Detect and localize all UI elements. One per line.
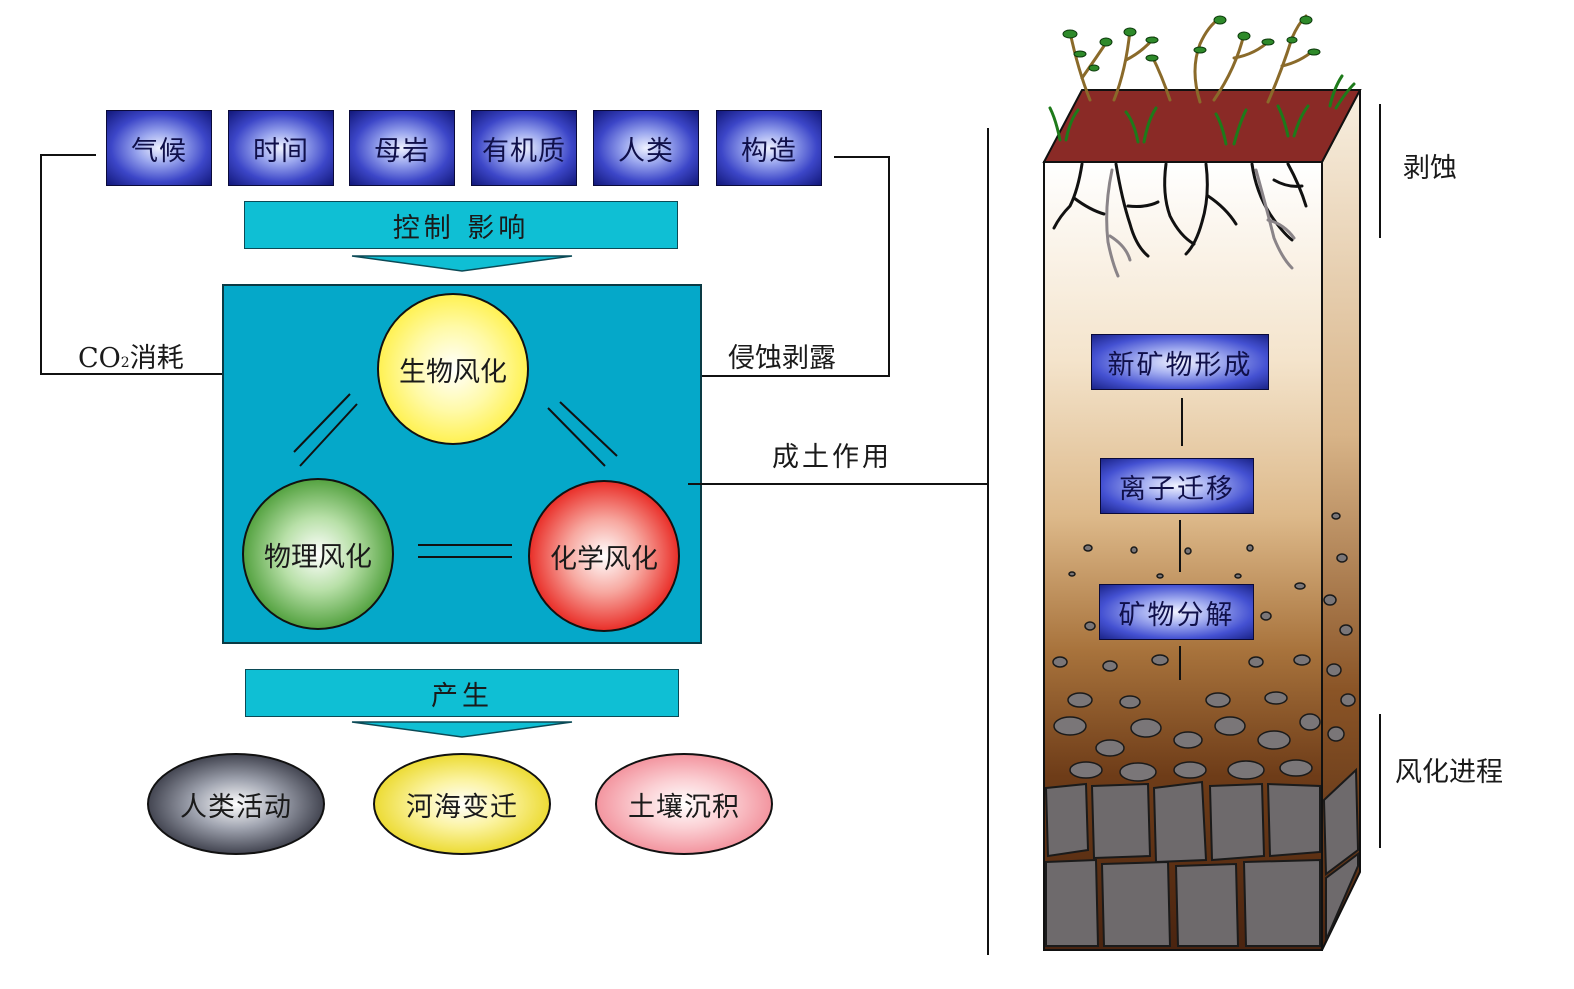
outcome-human-activity: 人类活动 (147, 753, 325, 855)
produce-bar: 产生 (245, 669, 679, 717)
co2-consumption-label: CO2消耗 (78, 343, 184, 374)
chem-weathering-circle: 化学风化 (528, 480, 680, 632)
factor-organic-matter: 有机质 (471, 110, 577, 186)
factor-tectonics: 构造 (716, 110, 822, 186)
left-bracket-line (40, 154, 222, 375)
factor-climate: 气候 (106, 110, 212, 186)
bedrock-blocks (1044, 767, 1360, 947)
soil-formation-label: 成土作用 (772, 442, 892, 473)
root-system (1052, 162, 1308, 258)
grass-blades (1048, 74, 1356, 146)
bio-phys-link (293, 393, 358, 467)
control-influence-bar: 控制 影响 (244, 201, 678, 249)
phys-weathering-circle: 物理风化 (242, 478, 394, 630)
process-mineral-decomposition: 矿物分解 (1099, 584, 1254, 640)
factor-human: 人类 (593, 110, 699, 186)
soil-profile-illustration (1042, 14, 1362, 951)
produce-arrow (351, 721, 573, 738)
bio-chem-link (547, 401, 618, 467)
weathering-progress-label: 风化进程 (1395, 757, 1503, 788)
process-ion-migration: 离子迁移 (1100, 458, 1254, 514)
factor-parent-rock: 母岩 (349, 110, 455, 186)
phys-chem-link (418, 544, 512, 558)
denudation-label: 剥蚀 (1403, 153, 1457, 184)
soil-top-face (1042, 89, 1362, 163)
factor-time: 时间 (228, 110, 334, 186)
control-arrow (351, 255, 573, 272)
faded-roots (1105, 168, 1296, 278)
outcome-river-sea-change: 河海变迁 (373, 753, 551, 855)
process-new-mineral-formation: 新矿物形成 (1091, 334, 1269, 390)
erosion-exhumation-label: 侵蚀剥露 (728, 343, 836, 374)
plant-leaves (1062, 15, 1321, 72)
outcome-soil-deposition: 土壤沉积 (595, 753, 773, 855)
bio-weathering-circle: 生物风化 (377, 293, 529, 445)
gravel-stones (1052, 512, 1356, 782)
right-bracket-line (702, 156, 890, 377)
